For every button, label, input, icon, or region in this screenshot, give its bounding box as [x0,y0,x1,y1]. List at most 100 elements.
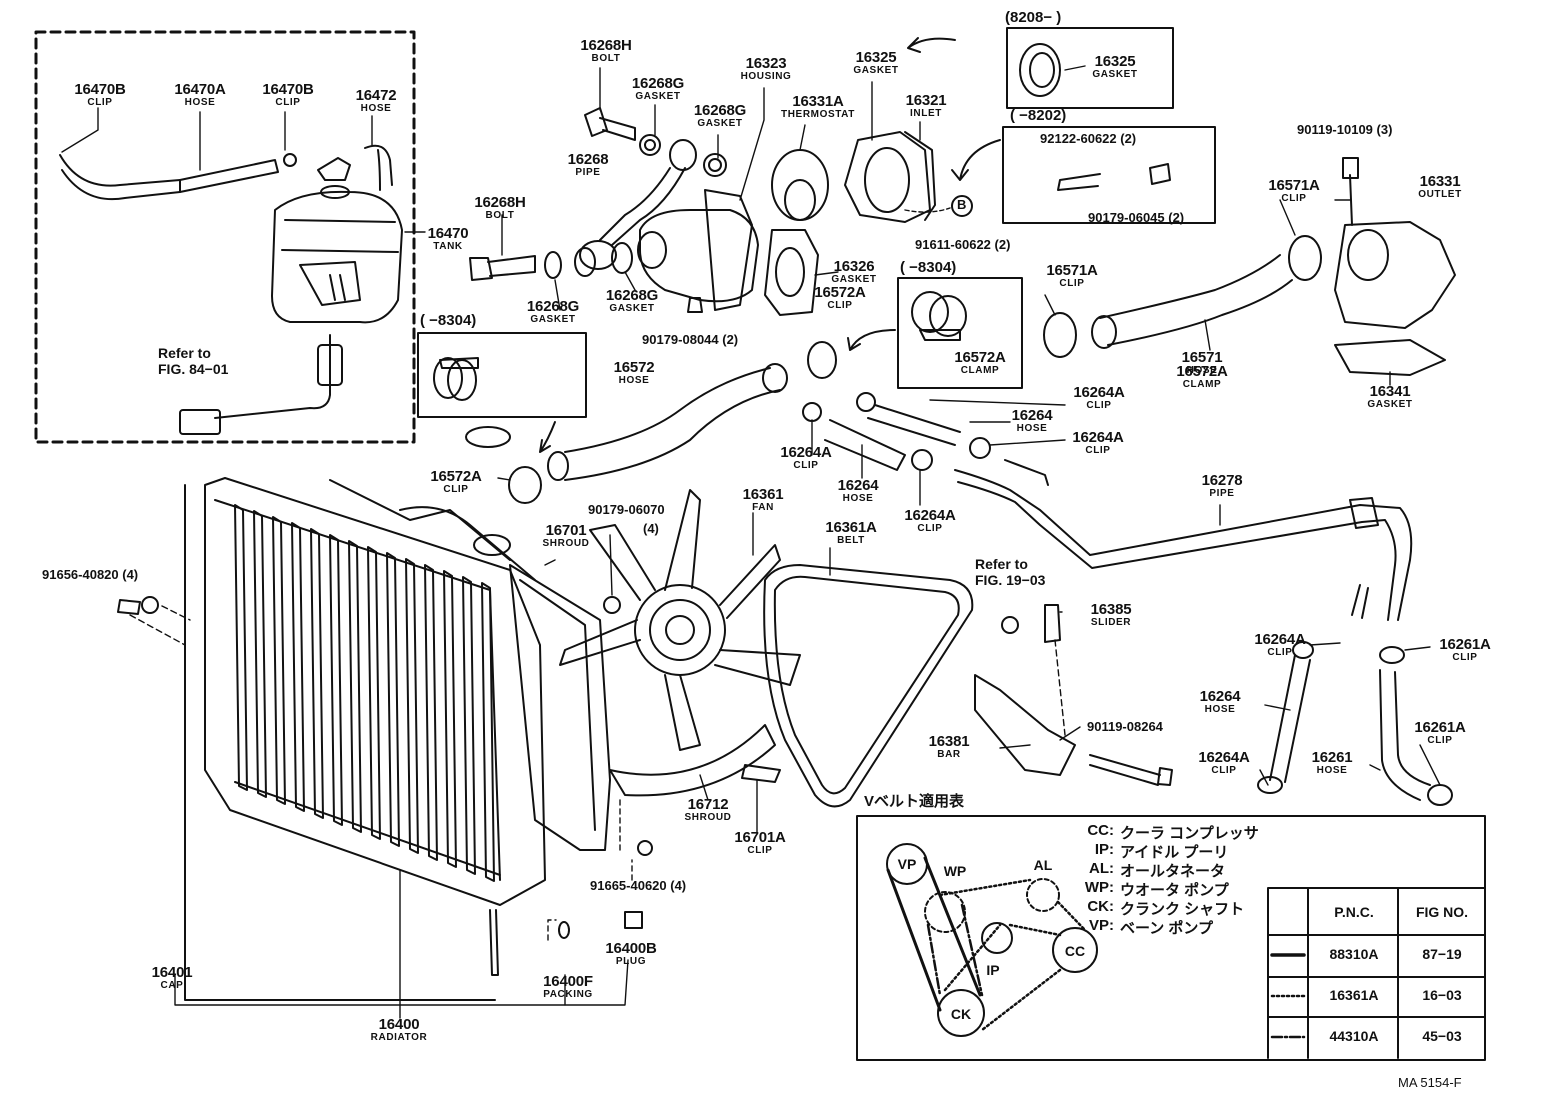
part-name: RADIATOR [370,1032,428,1043]
part-code: 16712 [687,796,729,813]
pulley-label: WP [944,863,967,879]
part-name: GASKET [1092,69,1138,80]
part-name: CLIP [793,460,819,471]
legend-text: ウオータ ポンプ [1120,882,1229,899]
part-code: 16264A [904,507,956,524]
belt-chart-title: Vベルト適用表 [864,793,965,810]
part-code: 16571A [1268,177,1320,194]
table-header-pnc: P.N.C. [1334,904,1374,920]
part-code: 16572A [814,284,866,301]
reserve-tank [271,190,403,324]
part-name: SHROUD [684,812,732,823]
part-name: TANK [433,241,463,252]
table-cell-fig: 87−19 [1422,946,1462,962]
radiator-fin [481,582,495,882]
part-code: 16572A [1176,363,1228,380]
part-code: 16401 [151,964,193,981]
part-code: 16268G [631,75,685,92]
part-code: 16268H [474,194,526,211]
part-code: 16701A [734,829,786,846]
part-name: HOUSING [740,71,792,82]
legend-code: WP: [1084,879,1114,896]
part-code: 16400 [378,1016,420,1033]
part-name: GASKET [635,91,681,102]
part-name: FAN [752,502,774,513]
part-code: 16264A [780,444,832,461]
part-code: 16381 [928,733,970,750]
part-code: 16325 [1094,53,1136,70]
part-name: PACKING [543,989,593,1000]
part-code: 16261 [1311,749,1353,766]
part-name: CLAMP [1182,379,1222,390]
part-code: 16268 [567,151,609,168]
part-name: CLIP [1085,445,1111,456]
part-number: 90119-10109 (3) [1297,122,1393,137]
part-name: CLIP [917,523,943,534]
part-code: 16361A [825,519,877,536]
part-name: HOSE [1186,365,1218,376]
part-code: 16264A [1072,429,1124,446]
part-name: GASKET [530,314,576,325]
part-code: 16572 [613,359,655,376]
part-code: 16331A [792,93,844,110]
drawing-code: MA 5154-F [1398,1075,1462,1090]
part-name: HOSE [842,493,874,504]
part-name: HOSE [360,103,392,114]
part-name: HOSE [184,97,216,108]
radiator-fin [272,516,286,805]
part-code: 16261A [1414,719,1466,736]
part-name: BELT [837,535,865,546]
part-code: 16264A [1254,631,1306,648]
part-name: CLAMP [960,365,1000,376]
part-name: GASKET [697,118,743,129]
water-housing [639,209,759,303]
part-number: 91656-40820 (4) [42,567,139,582]
part-name: CLIP [87,97,113,108]
radiator-fin [386,552,400,847]
legend-text: ベーン ポンプ [1120,920,1213,937]
radiator-fin [329,534,343,826]
table-cell-fig: 16−03 [1422,987,1462,1003]
fan [559,489,801,751]
part-code: 16264A [1073,384,1125,401]
legend-code: AL: [1089,860,1114,877]
legend-code: IP: [1094,841,1114,858]
part-code: 16470B [262,81,314,98]
table-cell-fig: 45−03 [1422,1028,1462,1044]
pulley-label: VP [898,856,917,872]
part-number: 91611-60622 (2) [915,237,1011,252]
part-code: 16268H [580,37,632,54]
part-name: CLIP [1427,735,1453,746]
radiator-fin [443,570,457,868]
part-name: CLIP [1452,652,1478,663]
part-name: GASKET [1367,399,1413,410]
part-code: 16701 [545,522,587,539]
part-name: CLIP [827,300,853,311]
legend-text: オールタネータ [1120,863,1226,880]
part-number: 90179-06070 [588,502,665,517]
